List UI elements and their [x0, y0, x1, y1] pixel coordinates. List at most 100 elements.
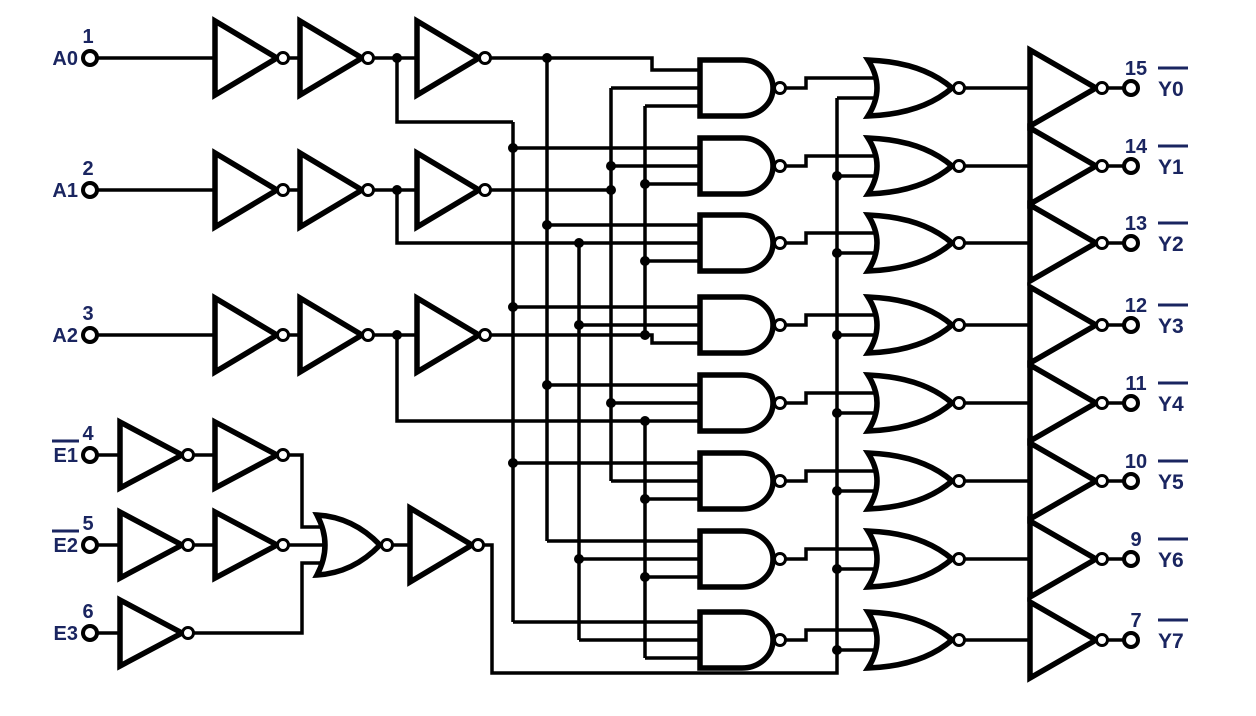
- output-label-Y4: Y4: [1158, 393, 1184, 416]
- input-pin-E2: [81, 536, 99, 554]
- inversion-bubble: [1095, 159, 1109, 173]
- inversion-bubble: [276, 448, 290, 462]
- junction-dot: [392, 53, 402, 63]
- inversion-bubble: [1095, 552, 1109, 566]
- inversion-bubble: [773, 396, 787, 410]
- output-label-Y2: Y2: [1158, 233, 1184, 256]
- a2-complement-wire: [491, 333, 700, 345]
- inversion-bubble: [952, 318, 966, 332]
- inversion-bubble: [773, 236, 787, 250]
- inversion-bubble: [773, 552, 787, 566]
- junction-dot: [832, 408, 842, 418]
- output-pin-Y1: [1122, 157, 1140, 175]
- pin-number-6: 6: [82, 601, 93, 623]
- junction-dot: [542, 220, 552, 230]
- enable-nor-gate: [312, 511, 384, 579]
- junction-dot: [640, 179, 650, 189]
- inversion-bubble: [952, 474, 966, 488]
- inverter-gate: [212, 293, 283, 377]
- nor-gate: [862, 450, 957, 512]
- junction-dot: [832, 564, 842, 574]
- inversion-bubble: [952, 81, 966, 95]
- inversion-bubble: [181, 448, 195, 462]
- input-pin-A0: [81, 49, 99, 67]
- inverter-gate: [297, 148, 368, 232]
- inversion-bubble: [361, 183, 375, 197]
- enable-rail: [484, 98, 839, 675]
- pin-number-1: 1: [82, 26, 93, 48]
- inverter-gate: [212, 148, 283, 232]
- pin-number-11: 11: [1125, 373, 1146, 395]
- junction-dot: [640, 330, 650, 340]
- junction-dot: [606, 161, 616, 171]
- junction-dot: [508, 302, 518, 312]
- input-label-A2: A2: [52, 325, 78, 347]
- output-inverter: [1027, 45, 1102, 131]
- inverter-gate: [414, 16, 485, 100]
- junction-dot: [832, 171, 842, 181]
- inversion-bubble: [1095, 633, 1109, 647]
- inverter-gate: [297, 16, 368, 100]
- input-pin-A1: [81, 181, 99, 199]
- junction-dot: [640, 494, 650, 504]
- pin-number-7: 7: [1130, 610, 1141, 632]
- junction-dot: [832, 330, 842, 340]
- inverter-gate: [407, 503, 478, 587]
- e3-wire: [192, 561, 332, 635]
- input-label-E2: E2: [54, 535, 78, 557]
- nand-to-nor-wire: [786, 231, 880, 245]
- output-inverter: [1027, 597, 1102, 683]
- output-pin-Y6: [1122, 550, 1140, 568]
- inversion-bubble: [952, 396, 966, 410]
- inversion-bubble: [276, 51, 290, 65]
- output-label-Y0: Y0: [1158, 78, 1184, 101]
- nand-to-nor-wire: [786, 313, 880, 327]
- inversion-bubble: [952, 633, 966, 647]
- pin-number-10: 10: [1125, 451, 1147, 473]
- inverter-gate: [414, 148, 485, 232]
- inversion-bubble: [1095, 236, 1109, 250]
- nand-gate: [697, 528, 776, 590]
- output-pin-Y0: [1122, 79, 1140, 97]
- inverter-gate: [297, 293, 368, 377]
- nand-gate: [697, 57, 776, 119]
- nor-gate: [862, 294, 957, 356]
- inverter-gate: [212, 417, 283, 493]
- junction-dot: [508, 143, 518, 153]
- junction-dot: [640, 572, 650, 582]
- inversion-bubble: [471, 538, 485, 552]
- junction-dot: [392, 330, 402, 340]
- pin-number-4: 4: [82, 423, 94, 445]
- output-label-Y5: Y5: [1158, 471, 1184, 494]
- junction-dot: [542, 380, 552, 390]
- inversion-bubble: [478, 183, 492, 197]
- nand-gate: [697, 294, 776, 356]
- output-label-Y7: Y7: [1158, 630, 1184, 653]
- inversion-bubble: [380, 538, 394, 552]
- nor-gate: [862, 135, 957, 197]
- pin-number-14: 14: [1125, 136, 1148, 158]
- output-pin-Y5: [1122, 472, 1140, 490]
- output-label-Y6: Y6: [1158, 549, 1184, 572]
- nand-gate: [697, 372, 776, 434]
- a0-complement-wire: [491, 56, 700, 72]
- inversion-bubble: [773, 318, 787, 332]
- inverter-gate: [212, 507, 283, 583]
- inversion-bubble: [952, 552, 966, 566]
- input-pin-E1: [81, 446, 99, 464]
- inversion-bubble: [1095, 318, 1109, 332]
- output-inverter: [1027, 516, 1102, 602]
- nand-to-nor-wire: [786, 628, 880, 642]
- junction-dot: [606, 185, 616, 195]
- junction-dot: [832, 248, 842, 258]
- inverter-gate: [414, 293, 485, 377]
- a0-true-tap: [395, 58, 513, 124]
- nand-to-nor-wire: [786, 391, 880, 405]
- inversion-bubble: [478, 51, 492, 65]
- nor-gate: [862, 528, 957, 590]
- output-label-Y1: Y1: [1158, 156, 1184, 179]
- output-label-Y3: Y3: [1158, 315, 1184, 338]
- junction-dot: [606, 398, 616, 408]
